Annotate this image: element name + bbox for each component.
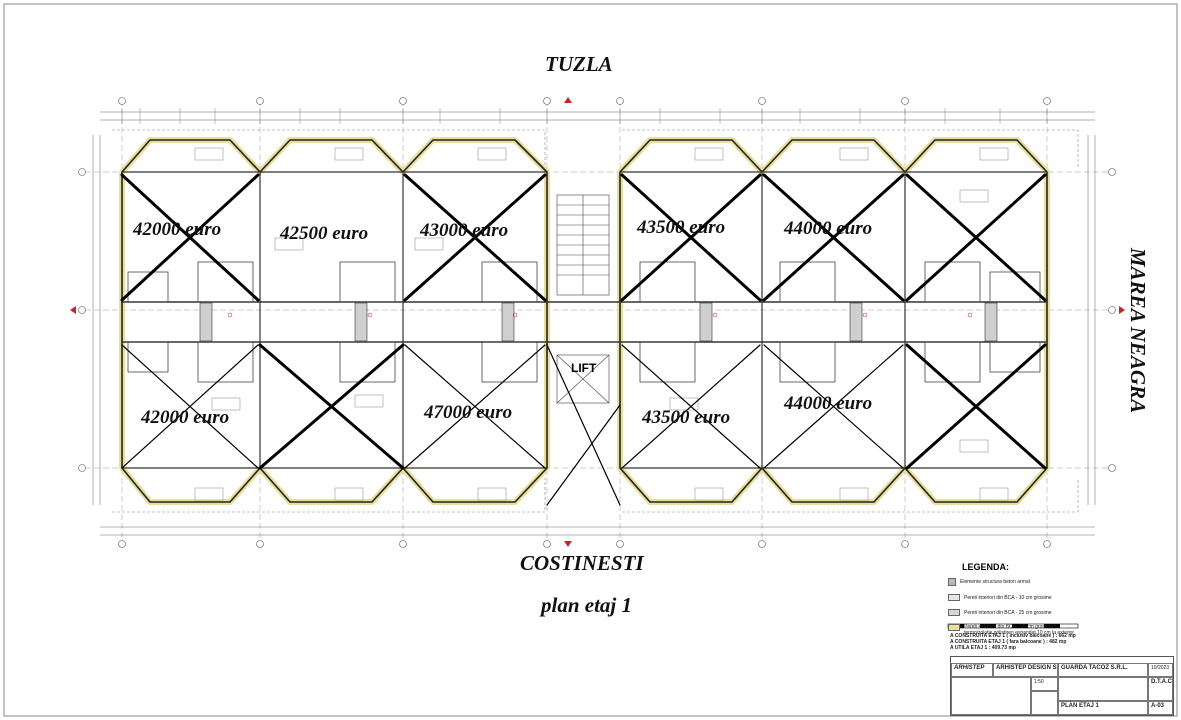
legend-swatch <box>948 624 960 631</box>
title-block-project <box>1058 677 1148 701</box>
north-label: TUZLA <box>545 52 613 76</box>
title-block-company: ARHISTEP DESIGN S.R.L. <box>993 663 1058 677</box>
south-label: COSTINESTI <box>520 551 644 575</box>
legend-swatch <box>948 594 960 601</box>
title-block-scale: 1:50 <box>1031 677 1058 691</box>
price-label: 42000 euro <box>133 219 222 240</box>
lift-label: LIFT <box>571 361 597 375</box>
legend-label: Pereti interiori din BCA - 10 cm grosime <box>964 594 1052 601</box>
east-label: MAREA NEAGRA <box>1126 247 1151 414</box>
title-block-code <box>1031 691 1058 715</box>
price-label: 47000 euro <box>424 402 513 423</box>
price-label: 43500 euro <box>642 407 731 428</box>
price-label: 42000 euro <box>141 407 230 428</box>
title-block-info <box>951 677 1031 715</box>
legend-title: LEGENDA: <box>962 562 1009 572</box>
legend-swatch <box>948 578 956 586</box>
price-label: 44000 euro <box>784 218 873 239</box>
legend-swatch <box>948 609 960 616</box>
area-summary: A CONSTRUITA ETAJ 1 ( inclusiv balcoane … <box>950 633 1076 651</box>
title-block-phase: D.T.A.C. <box>1148 677 1173 701</box>
price-label: 42500 euro <box>280 223 369 244</box>
area-line: A CONSTRUITA ETAJ 1 ( inclusiv balcoane … <box>950 633 1076 639</box>
legend-label: Pereti interiori din BCA - 25 cm grosime <box>964 609 1052 616</box>
legend-item: Pereti interiori din BCA - 10 cm grosime <box>948 594 1088 601</box>
area-line: A UTILA ETAJ 1 : 409.73 mp <box>950 645 1016 651</box>
legend-item: Elemente structura beton armat <box>948 578 1088 586</box>
price-label: 44000 euro <box>784 393 873 414</box>
title-block: ARHISTEP ARHISTEP DESIGN S.R.L. GUARDA T… <box>950 656 1174 716</box>
title-block-date: 10/2023 <box>1148 663 1173 677</box>
legend-label: Elemente structura beton armat <box>960 579 1031 585</box>
plan-title: plan etaj 1 <box>541 593 633 617</box>
area-line: A CONSTRUITA ETAJ 1 ( fara balcoane ) : … <box>950 639 1067 645</box>
legend-item: Pereti exteriori din BCA - 25 cm grosime… <box>948 624 1088 636</box>
title-block-logo: ARHISTEP <box>951 663 993 677</box>
title-block-sheet-no: A-03 <box>1148 701 1173 715</box>
title-block-beneficiar: GUARDA TACOZ S.R.L. <box>1058 663 1148 677</box>
legend: LEGENDA: Elemente structura beton armat … <box>948 562 1088 636</box>
price-label: 43000 euro <box>420 220 509 241</box>
title-block-sheet-title: PLAN ETAJ 1 <box>1058 701 1148 715</box>
price-label: 43500 euro <box>637 217 726 238</box>
legend-label: Pereti exteriori din BCA - 25 cm grosime… <box>964 624 1075 636</box>
legend-item: Pereti interiori din BCA - 25 cm grosime <box>948 609 1088 616</box>
